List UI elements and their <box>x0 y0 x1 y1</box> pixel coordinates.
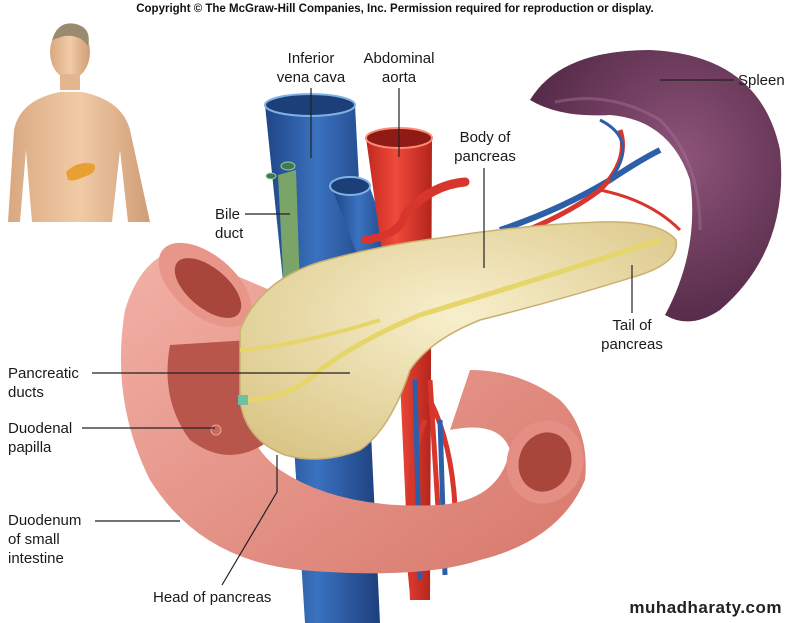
label-line: intestine <box>8 550 64 567</box>
label-inferior-vena-cava: Inferior vena cava <box>266 49 356 87</box>
label-duodenum: Duodenum of small intestine <box>8 511 81 568</box>
label-spleen: Spleen <box>738 71 785 90</box>
label-line: Abdominal <box>363 50 435 67</box>
label-line: Bile <box>215 206 241 223</box>
label-line: duct <box>215 225 244 242</box>
label-line: vena cava <box>276 69 346 86</box>
label-body-of-pancreas: Body of pancreas <box>440 128 530 166</box>
label-abdominal-aorta: Abdominal aorta <box>354 49 444 87</box>
label-line: pancreas <box>601 336 663 353</box>
label-line: Duodenum <box>8 512 82 529</box>
spleen <box>530 50 782 322</box>
label-line: Pancreatic <box>8 365 79 382</box>
label-line: papilla <box>8 439 52 456</box>
pancreatic-duct <box>239 237 661 403</box>
label-bile-duct: Bile duct <box>215 205 243 243</box>
label-tail-of-pancreas: Tail of pancreas <box>590 316 674 354</box>
label-line: Inferior <box>287 50 335 67</box>
label-line: ducts <box>8 384 44 401</box>
leader-lines <box>82 79 734 586</box>
label-line: Duodenal <box>8 420 73 437</box>
label-pancreatic-ducts: Pancreatic ducts <box>8 364 79 402</box>
watermark: muhadharaty.com <box>629 598 782 617</box>
label-duodenal-papilla: Duodenal papilla <box>8 419 72 457</box>
pancreas-location-icon <box>66 163 95 181</box>
label-head-of-pancreas: Head of pancreas <box>153 588 271 607</box>
copyright-notice: Copyright © The McGraw-Hill Companies, I… <box>136 3 654 15</box>
label-line: Tail of <box>612 317 652 334</box>
label-line: Body of <box>459 129 511 146</box>
bile-duct <box>278 170 300 292</box>
pancreas <box>239 221 678 460</box>
label-line: aorta <box>381 69 417 86</box>
label-line: Head of pancreas <box>153 589 272 606</box>
label-line: of small <box>8 531 60 548</box>
duodenum <box>120 242 586 574</box>
label-line: pancreas <box>454 148 516 165</box>
human-figure-thumbnail <box>8 23 150 222</box>
label-line: Spleen <box>738 72 785 89</box>
duodenal-papilla <box>210 424 222 436</box>
